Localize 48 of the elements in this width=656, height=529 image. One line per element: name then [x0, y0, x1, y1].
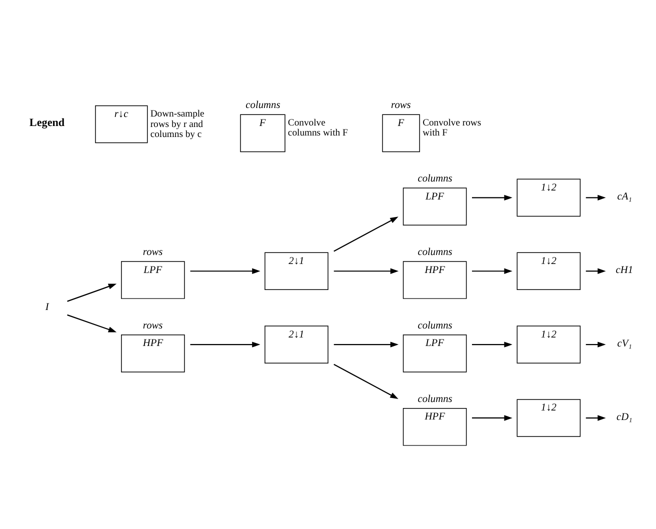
- arrow: [472, 341, 512, 347]
- arrow: [472, 268, 512, 274]
- node-box: 1↓2: [516, 398, 581, 436]
- node-label: Convolve columns with F: [288, 116, 348, 138]
- arrow: [67, 283, 117, 302]
- node-text: cD₁: [616, 411, 632, 422]
- node-box: HPF: [121, 334, 185, 372]
- arrow: [334, 363, 398, 399]
- node-text: I: [45, 302, 49, 313]
- arrow: [472, 414, 512, 420]
- label: Legend: [29, 116, 65, 129]
- arrow: [586, 268, 606, 274]
- node-box: LPF: [121, 260, 185, 298]
- node-text: cH1: [616, 264, 634, 276]
- node-box: 1↓2: [516, 252, 581, 290]
- node-label: rows: [142, 246, 163, 258]
- node-box: LPF: [402, 187, 467, 225]
- arrow: [586, 194, 606, 200]
- node-label: rows: [142, 320, 163, 331]
- node-label: columns: [418, 320, 452, 331]
- node-box: HPF: [402, 407, 467, 446]
- node-text: cA₁: [617, 191, 632, 202]
- node-box: F: [382, 114, 420, 152]
- node-label: Convolve rows with F: [422, 116, 482, 138]
- node-label: columns: [418, 246, 452, 258]
- node-box: 2↓1: [264, 252, 328, 290]
- arrow: [67, 314, 117, 332]
- arrow: [586, 414, 606, 420]
- node-text: cV₁: [617, 338, 632, 350]
- node-label: rows: [391, 100, 411, 111]
- node-box: 1↓2: [516, 178, 581, 216]
- node-label: columns: [418, 173, 452, 184]
- arrow: [190, 268, 260, 274]
- arrow: [334, 341, 399, 347]
- arrow: [472, 194, 512, 200]
- node-box: 2↓1: [264, 325, 328, 363]
- node-box: 1↓2: [516, 325, 581, 363]
- node-label: Down-sample rows by r and columns by c: [150, 108, 204, 140]
- node-label: columns: [418, 393, 452, 404]
- node-label: columns: [246, 100, 280, 111]
- arrow: [334, 268, 399, 274]
- node-box: F: [240, 114, 286, 152]
- arrow: [190, 341, 260, 347]
- arrow: [334, 216, 398, 252]
- arrow: [586, 341, 606, 347]
- node-box: LPF: [402, 334, 467, 372]
- node-box: r↓c: [95, 104, 148, 143]
- node-box: HPF: [402, 260, 467, 298]
